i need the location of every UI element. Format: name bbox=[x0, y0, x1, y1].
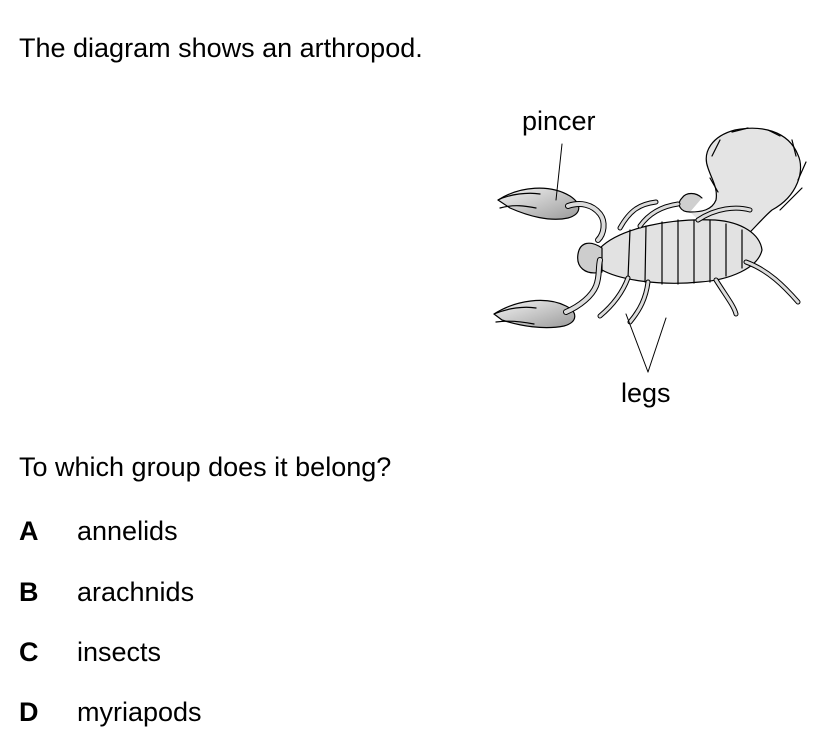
tail bbox=[689, 127, 802, 251]
question-stem: The diagram shows an arthropod. bbox=[19, 33, 423, 63]
leader-lines bbox=[555, 143, 667, 373]
head bbox=[577, 242, 603, 274]
pincer-upper bbox=[497, 187, 580, 220]
pincer-lower bbox=[493, 299, 576, 329]
option-text: arachnids bbox=[77, 577, 195, 607]
label-legs: legs bbox=[621, 378, 671, 408]
option-letter: B bbox=[19, 577, 39, 607]
label-pincer: pincer bbox=[522, 106, 596, 136]
question-text: To which group does it belong? bbox=[19, 452, 392, 482]
option-text: insects bbox=[77, 637, 162, 667]
option-letter: D bbox=[19, 697, 39, 727]
option-text: myriapods bbox=[77, 697, 202, 727]
option-text: annelids bbox=[77, 516, 178, 546]
arthropod-figure: pincer legs bbox=[480, 100, 820, 420]
option-letter: A bbox=[19, 516, 39, 546]
option-letter: C bbox=[19, 637, 39, 667]
scorpion-illustration bbox=[493, 127, 807, 373]
